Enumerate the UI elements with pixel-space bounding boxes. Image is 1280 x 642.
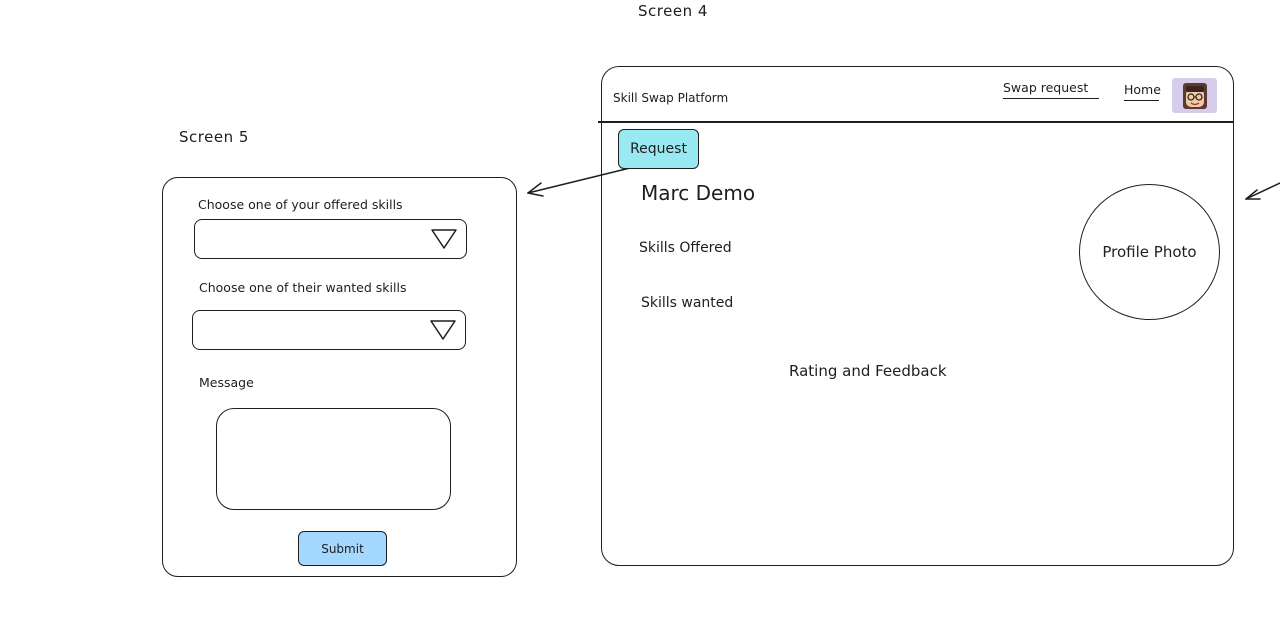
- profile-photo-label: Profile Photo: [1102, 243, 1197, 261]
- nav-swap-request-label: Swap request: [1003, 80, 1089, 95]
- nav-swap-request[interactable]: Swap request: [1003, 80, 1099, 99]
- profile-name: Marc Demo: [641, 181, 756, 205]
- user-avatar[interactable]: [1172, 78, 1217, 113]
- nav-underline: [1124, 100, 1159, 101]
- screen-5-title: Screen 5: [179, 128, 249, 146]
- wanted-skills-select[interactable]: [192, 310, 466, 350]
- screen-4-title: Screen 4: [638, 2, 708, 20]
- user-avatar-icon: [1182, 82, 1207, 109]
- offered-skills-select[interactable]: [194, 219, 467, 259]
- nav-home-label: Home: [1124, 82, 1161, 97]
- profile-photo-placeholder: Profile Photo: [1079, 184, 1220, 320]
- wanted-skills-label: Choose one of their wanted skills: [199, 280, 407, 295]
- nav-home[interactable]: Home: [1124, 82, 1161, 101]
- message-textarea[interactable]: [216, 408, 451, 510]
- rating-feedback-label: Rating and Feedback: [789, 362, 947, 380]
- nav-underline: [1003, 98, 1099, 99]
- header-divider: [598, 121, 1234, 123]
- arrow-icon: [1245, 182, 1280, 200]
- triangle-down-icon: [431, 229, 457, 249]
- message-label: Message: [199, 375, 254, 390]
- arrow-icon: [527, 167, 631, 197]
- screen-4-frame: [601, 66, 1234, 566]
- brand-title: Skill Swap Platform: [613, 91, 729, 105]
- submit-button[interactable]: Submit: [298, 531, 387, 566]
- request-button[interactable]: Request: [618, 129, 699, 169]
- skills-wanted-label: Skills wanted: [641, 295, 734, 311]
- triangle-down-icon: [430, 320, 456, 340]
- screen-5-frame: [162, 177, 517, 577]
- skills-offered-label: Skills Offered: [639, 240, 732, 256]
- offered-skills-label: Choose one of your offered skills: [198, 197, 403, 212]
